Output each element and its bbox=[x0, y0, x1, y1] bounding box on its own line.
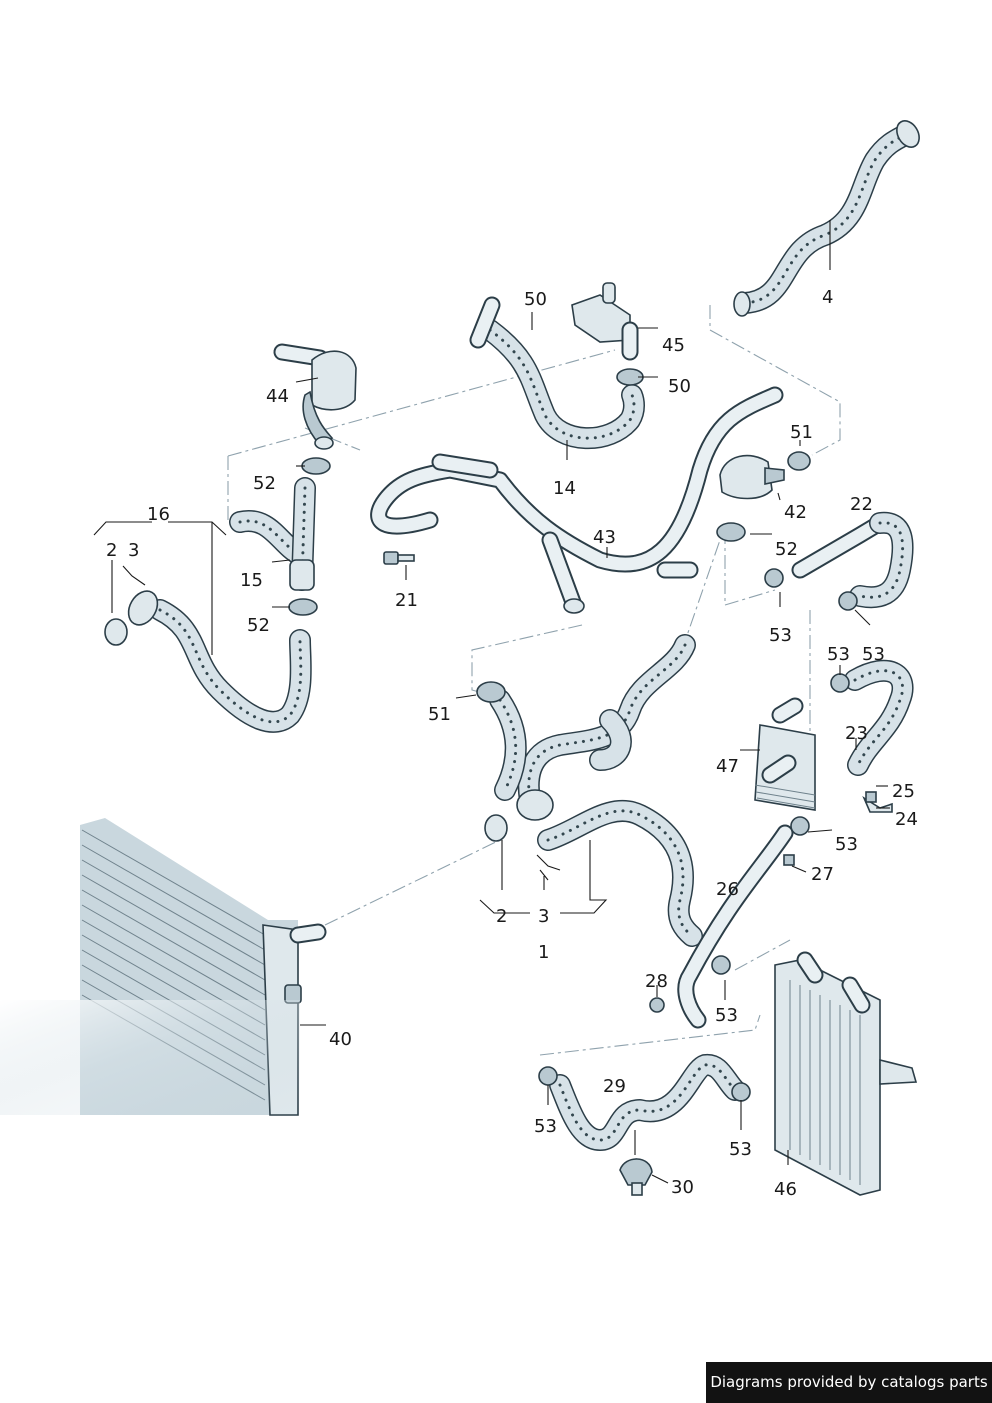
callout-53: 53 bbox=[862, 644, 885, 665]
bolt-part-27 bbox=[783, 854, 795, 866]
hose-part-22 bbox=[791, 511, 914, 609]
clamp-52-right bbox=[716, 522, 746, 542]
clamp-53-bottom-left bbox=[538, 1066, 558, 1086]
callout-25: 25 bbox=[892, 781, 915, 802]
callout-52: 52 bbox=[253, 473, 276, 494]
clamp-53-bottom-right bbox=[731, 1082, 751, 1102]
callout-28: 28 bbox=[645, 971, 668, 992]
callout-40: 40 bbox=[329, 1029, 352, 1050]
callout-53: 53 bbox=[769, 625, 792, 646]
pipe-part-43 bbox=[370, 386, 784, 614]
callout-26: 26 bbox=[716, 879, 739, 900]
callout-53: 53 bbox=[715, 1005, 738, 1026]
callout-50: 50 bbox=[524, 289, 547, 310]
pipe-part-26 bbox=[677, 824, 794, 1029]
hose-assembly-part-1 bbox=[489, 634, 703, 947]
hose-part-4 bbox=[733, 120, 920, 317]
callout-53: 53 bbox=[835, 834, 858, 855]
hose-part-15 bbox=[229, 477, 316, 591]
callout-53: 53 bbox=[729, 1139, 752, 1160]
callout-21: 21 bbox=[395, 590, 418, 611]
callout-3: 3 bbox=[128, 540, 139, 561]
callout-23: 23 bbox=[845, 723, 868, 744]
bolt-part-21 bbox=[383, 551, 415, 565]
callout-labels: 4 50 45 50 44 14 51 52 42 22 16 43 2 3 5… bbox=[106, 287, 918, 1200]
callout-29: 29 bbox=[603, 1076, 626, 1097]
callout-46: 46 bbox=[774, 1179, 797, 1200]
valve-part-44 bbox=[273, 343, 357, 450]
callout-3: 3 bbox=[538, 906, 549, 927]
leader-lines bbox=[93, 220, 890, 1184]
oil-cooler-part-47 bbox=[754, 697, 816, 811]
hose-part-29 bbox=[549, 1053, 746, 1151]
oring-part-2 bbox=[484, 814, 508, 842]
clamp-53-lower bbox=[711, 955, 731, 975]
clamp-52-upper bbox=[301, 457, 331, 475]
assembly-guide-lines bbox=[227, 305, 841, 1056]
callout-30: 30 bbox=[671, 1177, 694, 1198]
clamp-53-r1 bbox=[764, 568, 784, 588]
callout-2: 2 bbox=[106, 540, 117, 561]
holder-part-30 bbox=[619, 1158, 653, 1196]
callout-2: 2 bbox=[496, 906, 507, 927]
callout-43: 43 bbox=[593, 527, 616, 548]
callout-45: 45 bbox=[662, 335, 685, 356]
callout-52: 52 bbox=[775, 539, 798, 560]
radiator-part-40 bbox=[0, 818, 327, 1116]
clamp-53-top bbox=[830, 673, 850, 693]
clamp-51-center bbox=[476, 681, 506, 703]
callout-16: 16 bbox=[147, 504, 170, 525]
footer-credit-text: Diagrams provided by catalogs parts bbox=[710, 1373, 988, 1391]
callout-22: 22 bbox=[850, 494, 873, 515]
hose-part-23 bbox=[844, 659, 914, 776]
callout-1: 1 bbox=[538, 942, 549, 963]
callout-51: 51 bbox=[790, 422, 813, 443]
hose-part-14 bbox=[469, 296, 645, 450]
footer-credit-badge: Diagrams provided by catalogs parts bbox=[706, 1362, 992, 1403]
callout-44: 44 bbox=[266, 386, 289, 407]
callout-53: 53 bbox=[534, 1116, 557, 1137]
clamp-53-mid bbox=[790, 816, 810, 836]
callout-27: 27 bbox=[811, 864, 834, 885]
clamp-52-lower bbox=[288, 598, 318, 616]
cooler-part-46 bbox=[774, 951, 918, 1196]
callout-24: 24 bbox=[895, 809, 918, 830]
callout-14: 14 bbox=[553, 478, 576, 499]
clamp-53-r2 bbox=[838, 591, 858, 611]
callout-50: 50 bbox=[668, 376, 691, 397]
callout-4: 4 bbox=[822, 287, 833, 308]
bolt-part-25 bbox=[865, 791, 877, 803]
callout-42: 42 bbox=[784, 502, 807, 523]
callout-53: 53 bbox=[827, 644, 850, 665]
nut-part-28 bbox=[649, 997, 665, 1013]
callout-47: 47 bbox=[716, 756, 739, 777]
valve-part-45 bbox=[571, 282, 644, 386]
clip-part-3 bbox=[536, 854, 561, 881]
callout-15: 15 bbox=[240, 570, 263, 591]
callout-51: 51 bbox=[428, 704, 451, 725]
hose-part-16 bbox=[104, 565, 312, 733]
callout-52: 52 bbox=[247, 615, 270, 636]
thermostat-part-42 bbox=[719, 451, 811, 500]
